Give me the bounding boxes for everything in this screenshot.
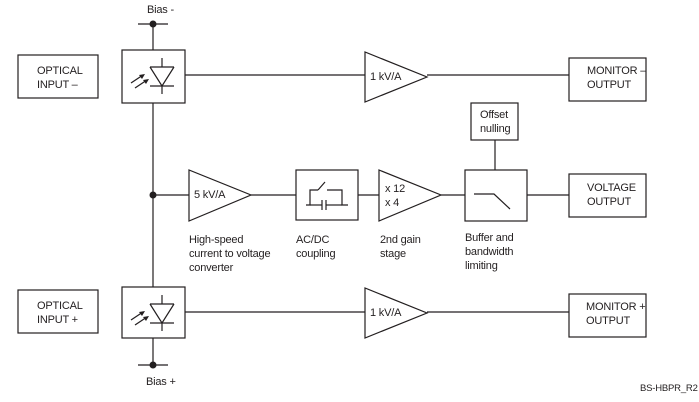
amplifier-tia-gain: 5 kV/A — [194, 189, 226, 201]
lowpass-filter-icon — [474, 193, 511, 210]
voltage-output-line2: OUTPUT — [587, 196, 632, 208]
voltage-output-line1: VOLTAGE — [587, 182, 636, 194]
optical-input-neg-line2: INPUT – — [37, 79, 79, 91]
monitor-output-pos-line2: OUTPUT — [586, 315, 631, 327]
optical-input-pos: OPTICAL INPUT + — [17, 289, 99, 334]
bias-neg-label: Bias - — [147, 4, 174, 16]
photodiode-icon — [130, 58, 175, 94]
caption-tia: High-speed current to voltage converter — [189, 234, 271, 274]
bias-pos-label: Bias + — [146, 376, 176, 388]
offset-nulling-line1: Offset — [480, 109, 508, 121]
caption-buffer: Buffer and bandwidth limiting — [465, 232, 514, 272]
caption-coupling: AC/DC coupling — [296, 234, 336, 260]
caption-buffer-line2: bandwidth — [465, 246, 513, 258]
caption-tia-line1: High-speed — [189, 234, 243, 246]
caption-buffer-line1: Buffer and — [465, 232, 514, 244]
offset-nulling-line2: nulling — [480, 123, 510, 135]
caption-gain: 2nd gain stage — [380, 234, 421, 260]
caption-tia-line3: converter — [189, 262, 234, 274]
caption-coupling-line2: coupling — [296, 248, 335, 260]
monitor-output-pos-line1: MONITOR + — [586, 301, 645, 313]
caption-gain-line2: stage — [380, 248, 406, 260]
optical-input-pos-line2: INPUT + — [37, 314, 78, 326]
photodiode-icon — [130, 295, 175, 331]
caption-gain-line1: 2nd gain — [380, 234, 421, 246]
caption-buffer-line3: limiting — [465, 260, 498, 272]
photodiode-pos — [121, 286, 186, 339]
caption-tia-line2: current to voltage — [189, 248, 270, 260]
ac-dc-switch-icon — [306, 181, 348, 210]
bias-pos-node — [149, 361, 157, 369]
voltage-output: VOLTAGE OUTPUT — [568, 173, 647, 218]
amplifier-monitor-pos-gain: 1 kV/A — [370, 307, 402, 319]
optical-input-neg-line1: OPTICAL — [37, 65, 83, 77]
optical-input-pos-line1: OPTICAL — [37, 300, 83, 312]
monitor-output-neg: MONITOR – OUTPUT — [568, 57, 647, 102]
monitor-output-neg-line1: MONITOR – — [587, 65, 647, 77]
amplifier-monitor-neg-gain: 1 kV/A — [370, 71, 402, 83]
ac-dc-coupling-block — [295, 169, 359, 221]
optical-input-neg: OPTICAL INPUT – — [17, 54, 99, 99]
figure-id: BS-HBPR_R2 — [640, 383, 698, 394]
amplifier-monitor-pos: 1 kV/A — [364, 287, 429, 339]
second-gain-value-1: x 12 — [385, 183, 405, 195]
photodiode-neg — [121, 49, 186, 104]
junction-node — [149, 191, 157, 199]
wires — [138, 23, 569, 366]
monitor-output-pos: MONITOR + OUTPUT — [568, 293, 647, 338]
caption-coupling-line1: AC/DC — [296, 234, 329, 246]
amplifier-monitor-neg: 1 kV/A — [364, 51, 429, 103]
amplifier-tia: 5 kV/A — [188, 169, 253, 222]
buffer-block — [464, 169, 528, 222]
offset-nulling-block: Offset nulling — [470, 102, 519, 141]
amplifier-second-gain: x 12 x 4 — [378, 169, 443, 222]
monitor-output-neg-line2: OUTPUT — [587, 79, 632, 91]
second-gain-value-2: x 4 — [385, 197, 399, 209]
bias-neg-node — [149, 20, 157, 28]
